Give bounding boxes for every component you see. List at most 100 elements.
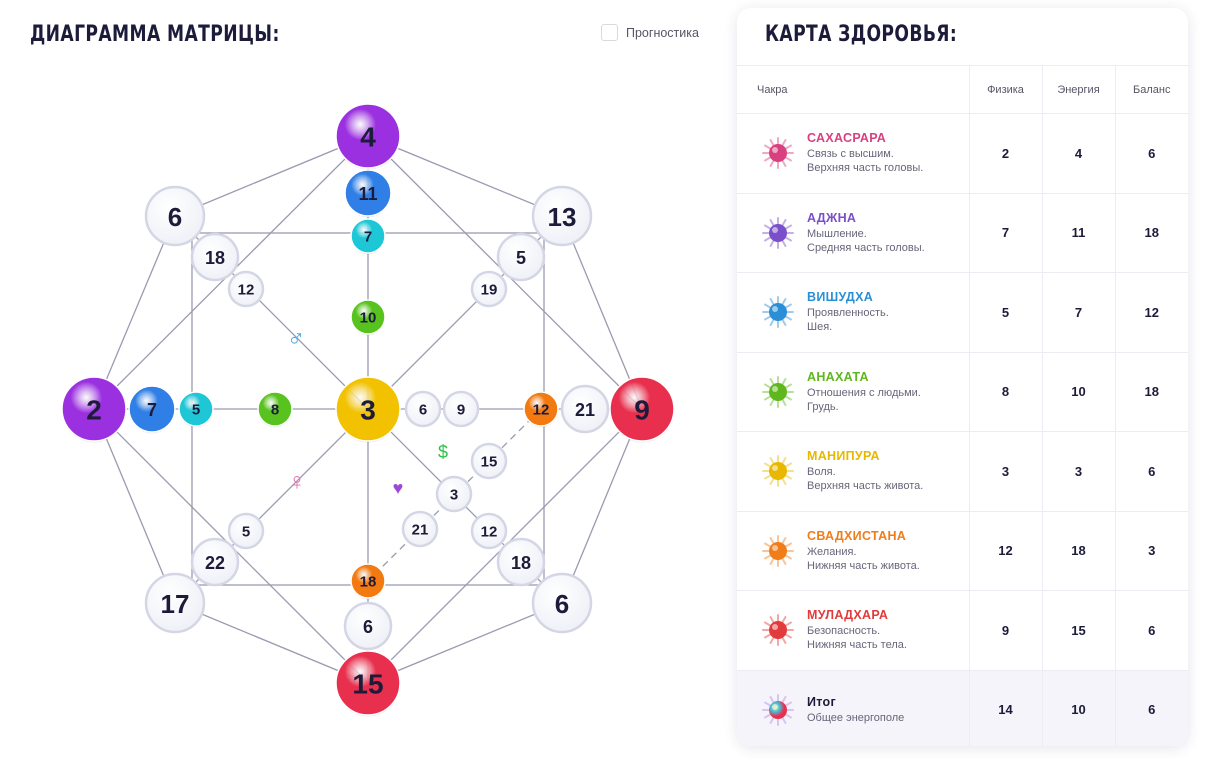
node-circle xyxy=(350,563,386,599)
node-circle xyxy=(128,385,176,433)
value-balance: 12 xyxy=(1114,272,1188,352)
node-center-r1[interactable]: 6 xyxy=(404,390,442,428)
value-balance: 18 xyxy=(1114,192,1188,273)
node-money-3[interactable]: 21 xyxy=(401,510,439,548)
node-tr-3[interactable]: 19 xyxy=(470,270,508,308)
prognostic-label: Прогностика xyxy=(626,25,699,40)
chakra-desc-1: Общее энергополе xyxy=(807,711,905,724)
node-top[interactable]: 4 xyxy=(335,103,401,170)
value-balance: 3 xyxy=(1114,510,1188,591)
node-circle xyxy=(335,650,401,716)
node-tl-3[interactable]: 12 xyxy=(227,270,265,308)
node-circle xyxy=(401,510,439,548)
node-circle xyxy=(435,475,473,513)
node-value: 5 xyxy=(192,402,200,419)
node-value: 12 xyxy=(238,282,255,299)
node-br-2[interactable]: 18 xyxy=(496,537,546,587)
node-value: 6 xyxy=(363,617,373,637)
node-value: 2 xyxy=(86,395,102,426)
node-top-4[interactable]: 10 xyxy=(350,299,386,336)
node-circle xyxy=(343,601,393,651)
chakra-desc-2: Верхняя часть живота. xyxy=(807,480,924,493)
node-value: 18 xyxy=(511,553,531,573)
node-left-4[interactable]: 8 xyxy=(257,391,293,428)
node-value: 18 xyxy=(360,574,377,591)
heart-icon: ♥ xyxy=(393,478,404,498)
chakra-name: ВИШУДХА xyxy=(807,290,874,305)
node-bottom[interactable]: 15 xyxy=(335,650,401,717)
node-tl-2[interactable]: 18 xyxy=(190,232,240,282)
node-value: 17 xyxy=(161,589,190,619)
node-right[interactable]: 9 xyxy=(609,376,675,443)
node-circle xyxy=(227,512,265,550)
chakra-name: САХАСРАРА xyxy=(807,131,887,146)
value-physics: 14 xyxy=(968,669,1042,746)
node-top-2[interactable]: 11 xyxy=(344,169,392,218)
chakra-desc-1: Воля. xyxy=(807,466,836,479)
node-value: 6 xyxy=(168,202,182,232)
value-energy: 11 xyxy=(1041,192,1115,273)
prognostic-checkbox[interactable] xyxy=(601,24,618,41)
node-left-2[interactable]: 7 xyxy=(128,385,176,434)
node-money-2[interactable]: 3 xyxy=(435,475,473,513)
ajna-icon xyxy=(762,216,794,249)
value-balance: 6 xyxy=(1114,113,1188,193)
node-center[interactable]: 3 xyxy=(335,376,401,443)
chakra-desc-2: Нижняя часть тела. xyxy=(807,639,907,652)
value-balance: 18 xyxy=(1114,351,1188,432)
chakra-desc-2: Средняя часть головы. xyxy=(807,241,925,254)
header-physics: Физика xyxy=(968,65,1042,114)
node-right-2[interactable]: 21 xyxy=(560,384,610,434)
node-tr-2[interactable]: 5 xyxy=(496,232,546,282)
node-bl[interactable]: 17 xyxy=(144,572,206,634)
node-circle xyxy=(144,185,206,247)
node-money-1[interactable]: 15 xyxy=(470,442,508,480)
node-bl-2[interactable]: 22 xyxy=(190,537,240,587)
node-circle xyxy=(470,512,508,550)
node-circle xyxy=(350,299,386,335)
node-top-3[interactable]: 7 xyxy=(350,218,386,255)
chakra-desc-1: Связь с высшим. xyxy=(807,148,894,161)
node-value: 3 xyxy=(450,487,458,504)
total-icon xyxy=(762,693,794,726)
health-title: КАРТА ЗДОРОВЬЯ: xyxy=(765,22,958,47)
value-physics: 5 xyxy=(968,272,1042,352)
value-energy: 3 xyxy=(1041,431,1115,511)
node-bottom-3[interactable]: 18 xyxy=(350,563,386,600)
node-br[interactable]: 6 xyxy=(531,572,593,634)
node-value: 11 xyxy=(358,184,377,204)
value-physics: 7 xyxy=(968,192,1042,273)
value-balance: 6 xyxy=(1114,590,1188,670)
node-bl-3[interactable]: 5 xyxy=(227,512,265,550)
node-circle xyxy=(496,537,546,587)
node-left-3[interactable]: 5 xyxy=(178,391,214,428)
node-tr[interactable]: 13 xyxy=(531,185,593,247)
node-circle xyxy=(190,537,240,587)
vishuddha-icon xyxy=(762,296,794,329)
node-value: 3 xyxy=(360,395,376,426)
node-left[interactable]: 2 xyxy=(61,376,127,443)
node-tl[interactable]: 6 xyxy=(144,185,206,247)
prognostic-toggle[interactable]: Прогностика xyxy=(601,24,699,41)
node-bottom-2[interactable]: 6 xyxy=(343,601,393,651)
node-center-r2[interactable]: 9 xyxy=(442,390,480,428)
value-energy: 4 xyxy=(1041,113,1115,193)
node-value: 15 xyxy=(352,669,383,700)
node-br-3[interactable]: 12 xyxy=(470,512,508,550)
node-circle xyxy=(144,572,206,634)
node-value: 9 xyxy=(457,402,465,419)
node-value: 12 xyxy=(481,524,498,541)
node-value: 5 xyxy=(516,248,526,268)
node-circle xyxy=(523,391,559,427)
node-right-3[interactable]: 12 xyxy=(523,391,559,428)
matrix-title: ДИАГРАММА МАТРИЦЫ: xyxy=(30,22,280,47)
